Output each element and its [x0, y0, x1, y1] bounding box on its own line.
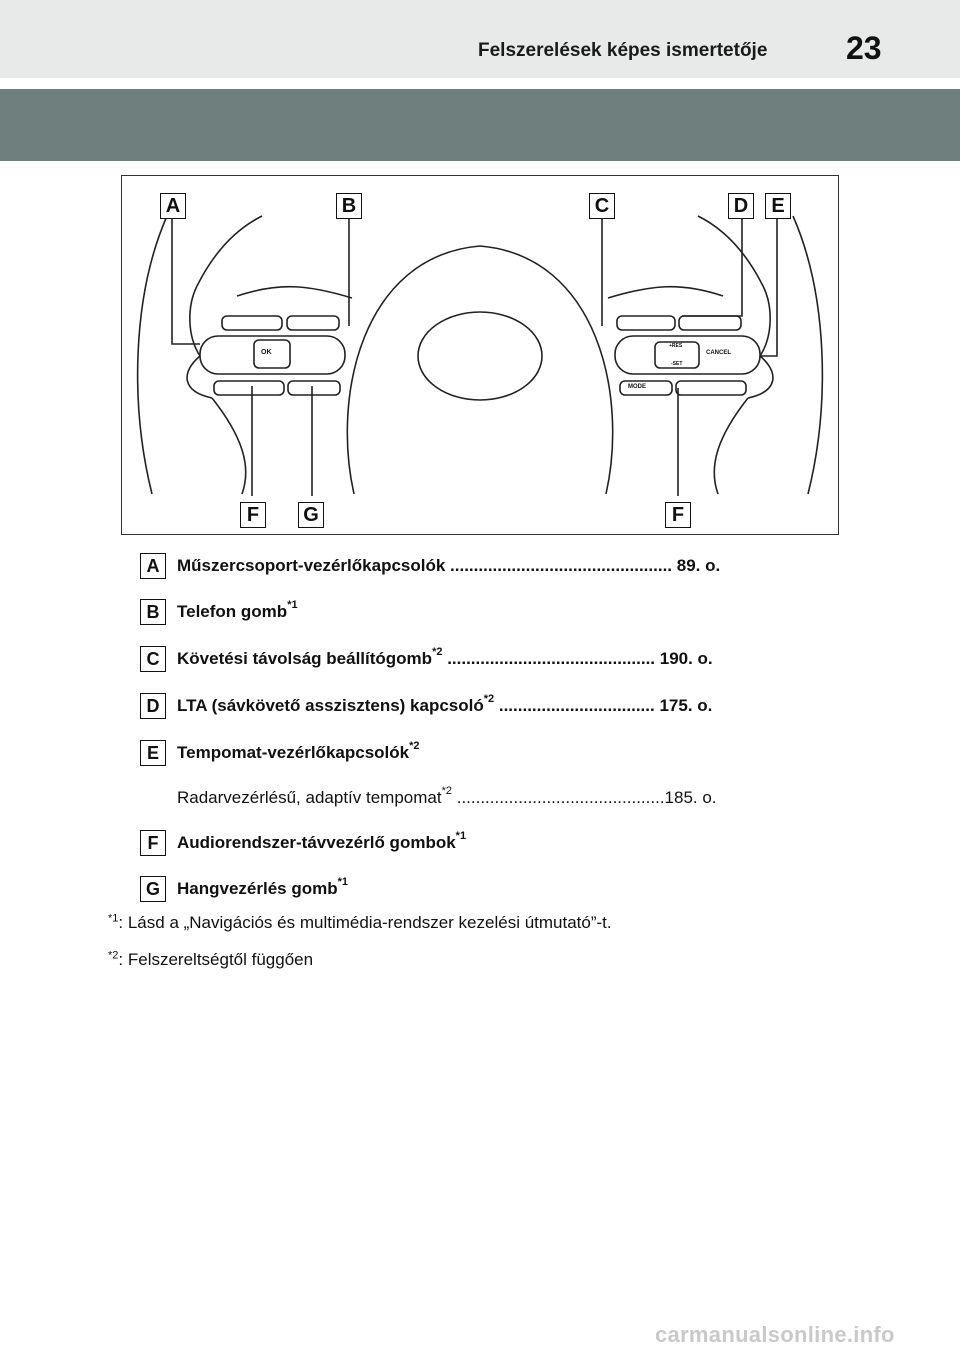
footnote-1: *1: Lásd a „Navigációs és multimédia-ren…: [108, 912, 612, 932]
steering-wheel-illustration: [136, 214, 824, 496]
footnote-2: *2: Felszereltségtől függően: [108, 949, 314, 969]
figure-label-g: G: [298, 502, 324, 528]
figure-label-b: B: [336, 193, 362, 219]
item-c: Követési távolság beállítógomb*2 .......…: [177, 646, 713, 668]
item-e: Tempomat-vezérlőkapcsolók*2: [177, 740, 420, 762]
steering-wheel-figure: A B C D E F G F OK CANCEL MODE +RES -SET: [121, 175, 839, 535]
figure-label-e: E: [765, 193, 791, 219]
figure-label-f-left: F: [240, 502, 266, 528]
section-band: [0, 89, 960, 161]
set-button-label: -SET: [671, 361, 683, 367]
item-f: Audiorendszer-távvezérlő gombok*1: [177, 830, 467, 852]
figure-label-d: D: [728, 193, 754, 219]
item-a: Műszercsoport-vezérlőkapcsolók .........…: [177, 556, 721, 575]
watermark: carmanualsonline.info: [655, 1322, 895, 1347]
item-letter-a: A: [140, 553, 166, 579]
mode-button-label: MODE: [628, 384, 646, 390]
figure-label-a: A: [160, 193, 186, 219]
item-g: Hangvezérlés gomb*1: [177, 876, 349, 898]
header-band: [0, 0, 960, 78]
item-letter-d: D: [140, 693, 166, 719]
item-d: LTA (sávkövető asszisztens) kapcsoló*2 .…: [177, 693, 713, 715]
item-letter-f: F: [140, 830, 166, 856]
ok-button-label: OK: [261, 349, 272, 356]
cancel-button-label: CANCEL: [706, 350, 731, 356]
item-e-sub: Radarvezérlésű, adaptív tempomat*2 .....…: [177, 785, 717, 807]
figure-label-f-right: F: [665, 502, 691, 528]
item-b: Telefon gomb*1: [177, 599, 298, 621]
item-letter-e: E: [140, 740, 166, 766]
figure-label-c: C: [589, 193, 615, 219]
page-number: 23: [846, 30, 882, 66]
page-header-title: Felszerelések képes ismertetője: [478, 40, 768, 61]
item-letter-b: B: [140, 599, 166, 625]
item-letter-g: G: [140, 876, 166, 902]
item-letter-c: C: [140, 646, 166, 672]
res-button-label: +RES: [669, 343, 683, 349]
